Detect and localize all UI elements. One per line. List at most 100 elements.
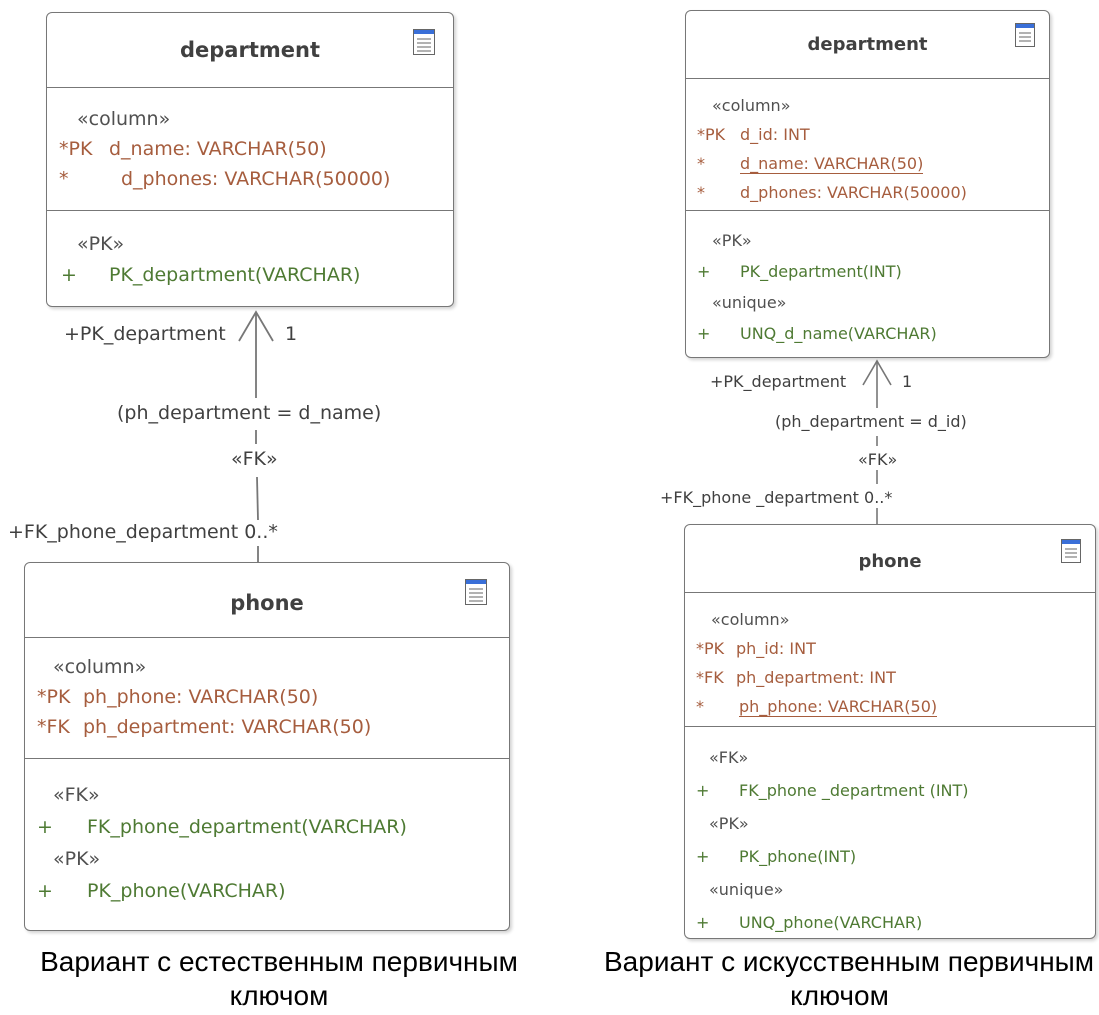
fk-stereotype: «FK» bbox=[53, 784, 100, 806]
table-title: phone bbox=[685, 525, 1095, 593]
left-mult-target: 1 bbox=[285, 323, 298, 345]
column-text: ph_phone: VARCHAR(50) bbox=[739, 697, 938, 717]
column-row: * ph_phone: VARCHAR(50) bbox=[685, 692, 1095, 721]
column-prefix: *FK bbox=[696, 668, 724, 687]
right-condition: (ph_department = d_id) bbox=[775, 412, 967, 431]
table-icon bbox=[465, 579, 487, 609]
right-mult-source: 0..* bbox=[864, 488, 893, 507]
pk-stereotype: «PK» bbox=[712, 231, 752, 250]
right-fk-stereotype: «FK» bbox=[858, 450, 898, 469]
pk-stereotype: «PK» bbox=[77, 233, 125, 255]
column-stereotype: «column» bbox=[712, 96, 791, 115]
column-stereotype: «column» bbox=[711, 610, 790, 629]
operation-row: +PK_department(INT) bbox=[686, 256, 1049, 287]
operation-row: + FK_phone_department(VARCHAR) bbox=[25, 811, 509, 843]
right-phone-table[interactable]: phone «column» *PK ph_id: INT *FK ph_depar… bbox=[684, 524, 1096, 939]
table-title: department bbox=[47, 13, 453, 88]
operation-prefix: + bbox=[61, 264, 77, 286]
operations-section: «FK» +FK_phone_department(VARCHAR) «PK» … bbox=[25, 759, 509, 907]
operation-text: UNQ_d_name(VARCHAR) bbox=[740, 324, 937, 343]
column-text: d_name: VARCHAR(50) bbox=[109, 138, 327, 160]
operation-prefix: + bbox=[696, 781, 710, 800]
table-icon bbox=[413, 29, 435, 59]
column-row: *PK ph_id: INT bbox=[685, 634, 1095, 663]
table-icon bbox=[1061, 539, 1081, 567]
unique-stereotype: «unique» bbox=[712, 293, 787, 312]
operation-row: + PK_phone(VARCHAR) bbox=[25, 875, 509, 907]
operation-text: PK_department(VARCHAR) bbox=[109, 264, 361, 286]
table-title: phone bbox=[25, 563, 509, 638]
caption-line1: Вариант с искусственным первичным bbox=[604, 946, 1095, 977]
column-row: * d_phones: VARCHAR(50000) bbox=[47, 164, 453, 194]
left-department-table[interactable]: department «column» *PK d_name: VARCHAR(5… bbox=[46, 12, 454, 307]
operation-prefix: + bbox=[37, 816, 53, 838]
column-prefix: *FK bbox=[37, 716, 70, 738]
operation-prefix: + bbox=[37, 880, 53, 902]
column-text: d_phones: VARCHAR(50000) bbox=[740, 183, 967, 202]
column-prefix: * bbox=[59, 168, 69, 190]
unique-stereotype: «unique» bbox=[709, 880, 784, 899]
column-prefix: *PK bbox=[37, 686, 71, 708]
column-text: ph_phone: VARCHAR(50) bbox=[83, 686, 319, 708]
column-row: *PK ph_phone: VARCHAR(50) bbox=[25, 682, 509, 712]
column-stereotype: «column» bbox=[53, 656, 147, 678]
left-phone-table[interactable]: phone «column» *PK ph_phone: VARCHAR(50) … bbox=[24, 562, 510, 931]
caption-line2: ключом bbox=[790, 980, 889, 1011]
column-row: *FK ph_department: VARCHAR(50) bbox=[25, 712, 509, 742]
column-text: d_id: INT bbox=[740, 125, 810, 144]
column-row: *d_phones: VARCHAR(50000) bbox=[686, 178, 1049, 207]
operations-section: «PK» +PK_department(INT) «unique» + UNQ_d… bbox=[686, 211, 1049, 349]
right-role-source: +FK_phone _department 0..* bbox=[660, 488, 892, 507]
columns-section: «column» *PK d_name: VARCHAR(50) * d_phone… bbox=[47, 88, 453, 211]
operation-row: + FK_phone _department (INT) bbox=[685, 774, 1095, 807]
right-role-target: +PK_department bbox=[710, 372, 847, 391]
operations-section: «FK» +FK_phone _department (INT) «PK» +P… bbox=[685, 727, 1095, 939]
right-mult-target: 1 bbox=[902, 372, 913, 391]
operation-row: + PK_department(VARCHAR) bbox=[47, 260, 453, 291]
operation-text: FK_phone_department(VARCHAR) bbox=[87, 816, 407, 838]
columns-section: «column» *PK ph_phone: VARCHAR(50) *FK ph_… bbox=[25, 638, 509, 759]
left-fk-stereotype: «FK» bbox=[231, 448, 278, 470]
operation-text: PK_department(INT) bbox=[740, 262, 902, 281]
column-prefix: * bbox=[697, 154, 705, 173]
right-caption: Вариант с искусственным первичным ключом bbox=[560, 945, 1099, 1013]
right-department-table[interactable]: department «column» *PK d_id: INT * d_name… bbox=[685, 10, 1050, 358]
column-prefix: *PK bbox=[59, 138, 93, 160]
operation-prefix: + bbox=[697, 324, 711, 343]
column-text: ph_department: VARCHAR(50) bbox=[83, 716, 372, 738]
column-text: ph_id: INT bbox=[736, 639, 816, 658]
left-role-target: +PK_department bbox=[64, 323, 226, 345]
column-prefix: * bbox=[696, 697, 704, 716]
column-stereotype: «column» bbox=[77, 108, 171, 130]
column-prefix: *PK bbox=[696, 639, 725, 658]
pk-stereotype: «PK» bbox=[53, 848, 101, 870]
column-row: *PK d_id: INT bbox=[686, 120, 1049, 149]
operation-row: + UNQ_phone(VARCHAR) bbox=[685, 906, 1095, 939]
left-mult-source: 0..* bbox=[244, 521, 278, 543]
column-row: * d_name: VARCHAR(50) bbox=[686, 149, 1049, 178]
operation-prefix: + bbox=[696, 913, 710, 932]
table-icon bbox=[1015, 23, 1035, 51]
fk-stereotype: «FK» bbox=[709, 748, 749, 767]
column-row: *FK ph_department: INT bbox=[685, 663, 1095, 692]
operation-text: FK_phone _department (INT) bbox=[739, 781, 969, 800]
column-row: *PK d_name: VARCHAR(50) bbox=[47, 134, 453, 164]
operation-text: PK_phone(VARCHAR) bbox=[87, 880, 286, 902]
operation-row: + UNQ_d_name(VARCHAR) bbox=[686, 318, 1049, 349]
column-text: d_name: VARCHAR(50) bbox=[740, 154, 924, 174]
column-text: d_phones: VARCHAR(50000) bbox=[121, 168, 391, 190]
column-prefix: *PK bbox=[697, 125, 726, 144]
column-text: ph_department: INT bbox=[736, 668, 896, 687]
operation-text: UNQ_phone(VARCHAR) bbox=[739, 913, 923, 932]
operations-section: «PK» + PK_department(VARCHAR) bbox=[47, 211, 453, 291]
operation-row: +PK_phone(INT) bbox=[685, 840, 1095, 873]
table-title: department bbox=[686, 11, 1049, 79]
caption-line1: Вариант с естественным первичным bbox=[40, 946, 518, 977]
left-role-source: +FK_phone_department 0..* bbox=[8, 521, 278, 543]
columns-section: «column» *PK d_id: INT * d_name: VARCHAR(5… bbox=[686, 79, 1049, 211]
columns-section: «column» *PK ph_id: INT *FK ph_department:… bbox=[685, 593, 1095, 727]
left-role-source-text: +FK_phone_department bbox=[8, 521, 239, 543]
right-role-source-text: +FK_phone _department bbox=[660, 488, 859, 507]
operation-text: PK_phone(INT) bbox=[739, 847, 857, 866]
